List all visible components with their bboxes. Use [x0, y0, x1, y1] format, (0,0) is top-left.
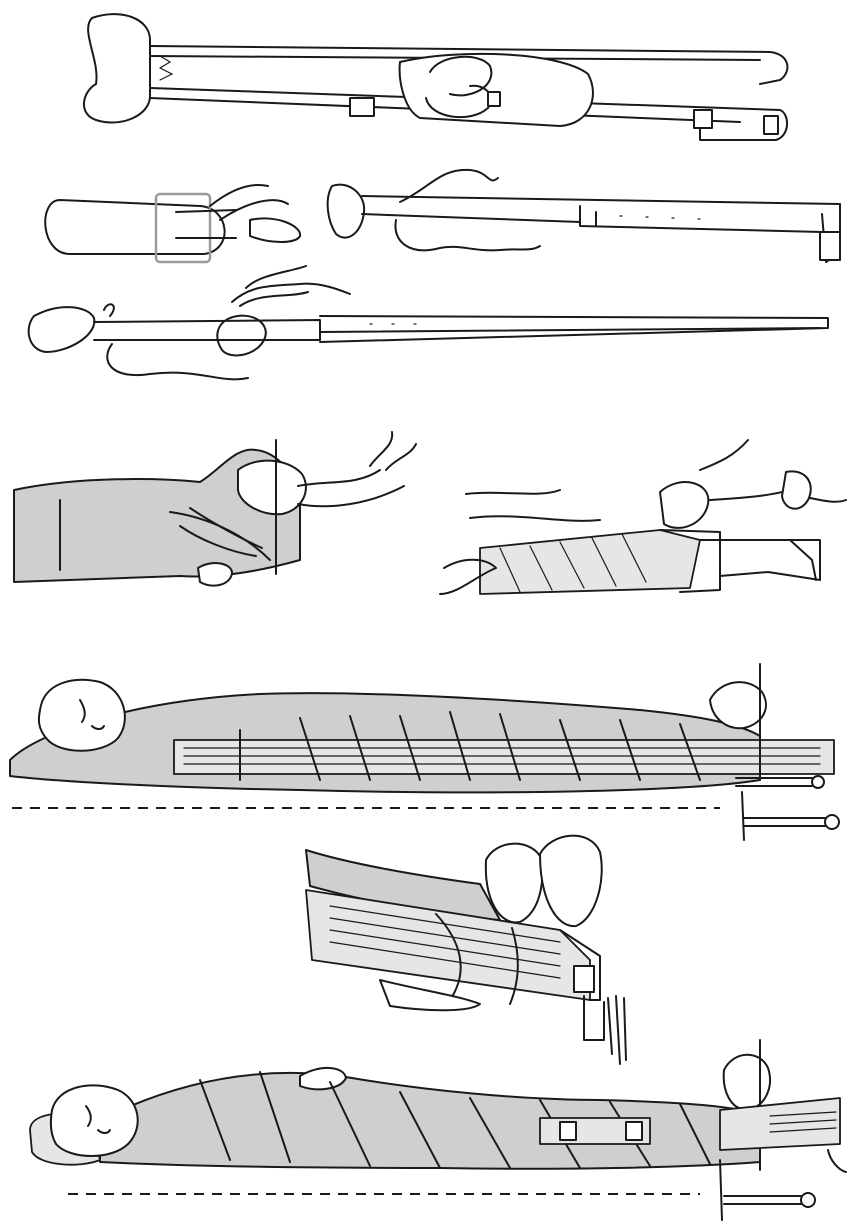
hip-pad-end — [84, 14, 150, 122]
heel-cup — [400, 54, 593, 126]
ankle-hitch-pad — [45, 185, 300, 262]
panel-foot-end-detail — [306, 836, 626, 1064]
leg-held-left — [14, 432, 416, 586]
panel-applying-traction — [14, 432, 846, 594]
panel-splint-extended — [29, 266, 828, 379]
splint-half-with-pad — [328, 170, 840, 262]
patient-head-final — [51, 1085, 138, 1156]
panel-splint-assembled — [84, 14, 787, 140]
leg-on-splint-right — [440, 440, 846, 594]
panel-patient-final — [30, 1040, 846, 1220]
panel-patient-secured — [10, 664, 839, 840]
patient-head — [39, 680, 125, 751]
panel-splint-parts — [45, 170, 840, 262]
